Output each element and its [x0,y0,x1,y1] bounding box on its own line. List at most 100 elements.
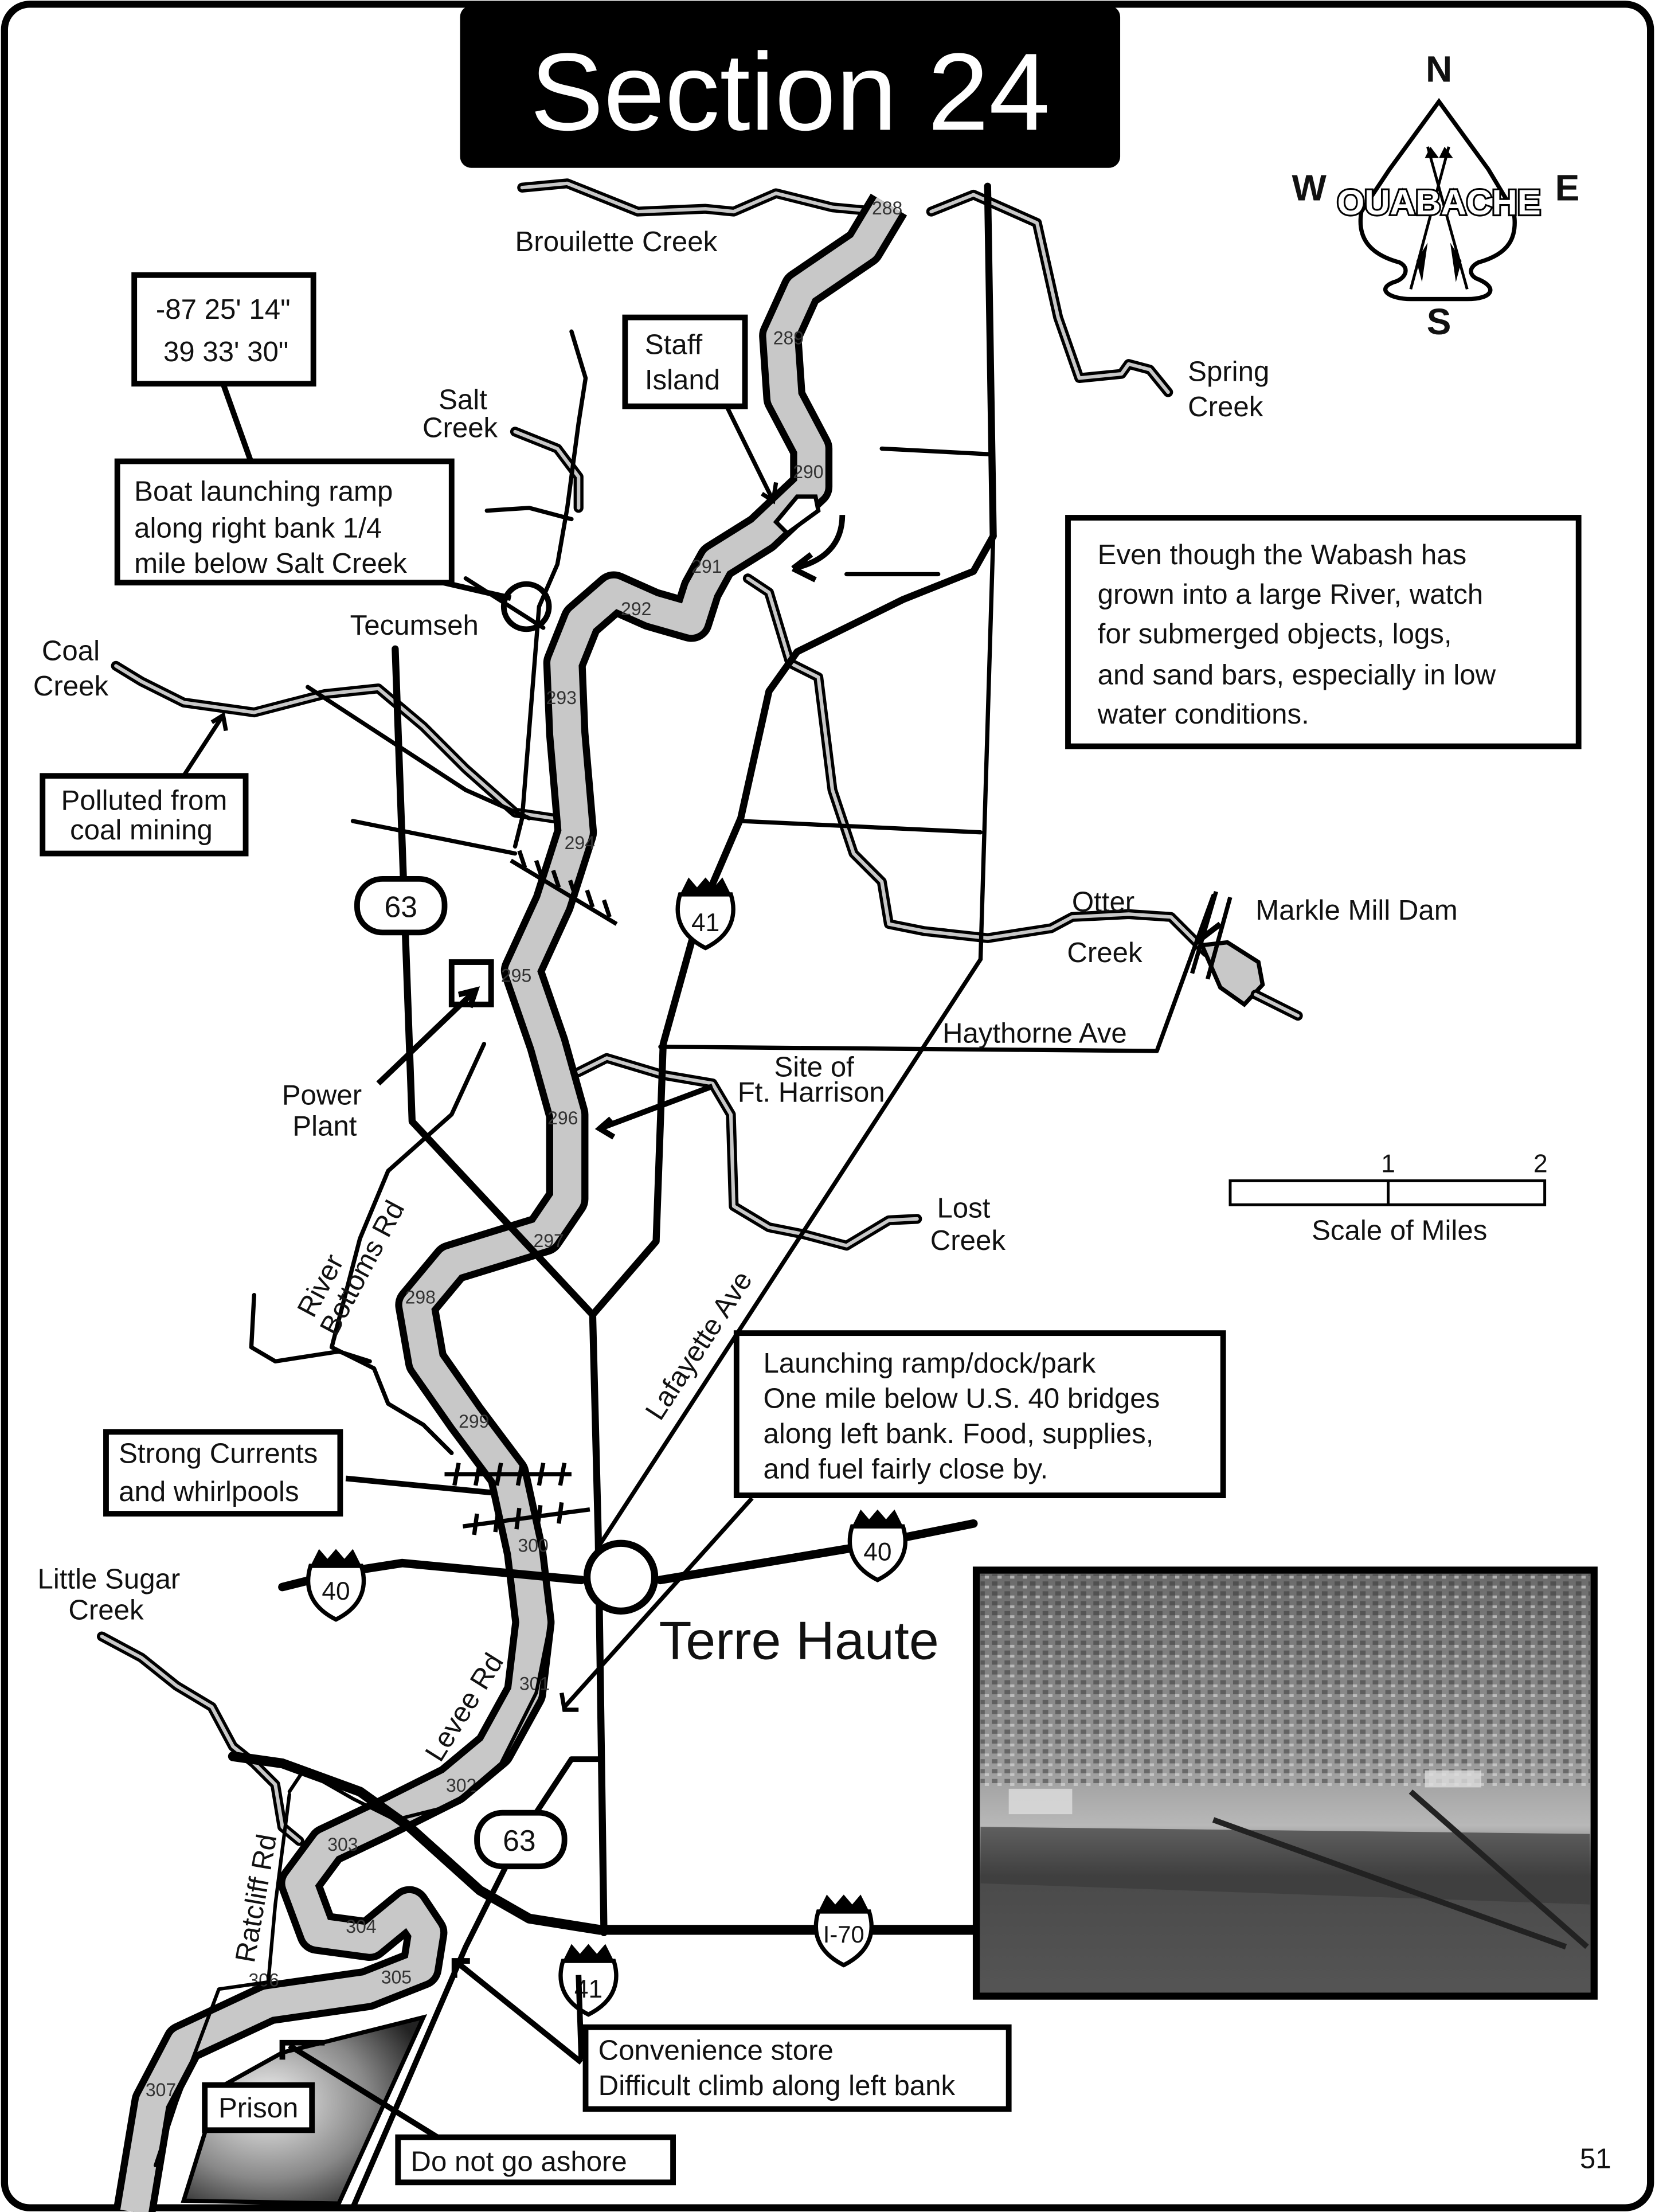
route-shield-i70: I-70 [813,1894,874,1968]
river_miles-10-text: 298 [405,1287,436,1307]
label-salt-creek: Salt [439,384,487,416]
route-shield-us40-west: 40 [306,1549,366,1622]
road-294 [350,819,518,856]
label-terre-haute: Terre Haute [659,1611,938,1671]
ouabache-logo-text: OUABACHE [1337,183,1540,222]
lost-creek-line [573,1053,922,1251]
polluted-callout: Polluted from coal mining [40,773,249,857]
label-coal-creek: Coal [42,635,100,666]
road-coal-east [306,685,531,820]
callouts-boat_ramp-1-text: along right bank 1/4 [134,512,382,544]
river_miles-1-text: 289 [773,327,804,348]
route-shield-us41-north: 41 [675,877,735,951]
scale-bar: 1 2 Scale of Miles [1228,1150,1548,1246]
coal-creek-line [111,661,577,826]
compass-east: E [1555,167,1580,208]
river_miles-19-text: 307 [146,2080,176,2100]
arrowhead-outline-icon [1358,97,1517,302]
label-power-plant: Power [282,1080,362,1111]
warning-callout: Even though the Wabash has grown into a … [1065,515,1582,749]
convenience-store-callout: Convenience store Difficult climb along … [582,2024,1012,2112]
staff-island [773,494,821,536]
road-318 [879,446,993,456]
callouts-staff_island-1-text: Island [645,364,720,396]
otter-creek-outflow [1250,990,1303,1021]
railroad-bridge-299 [444,1462,572,1486]
river_miles-15-text: 303 [327,1834,358,1855]
callouts-warning-2-text: for submerged objects, logs, [1098,618,1452,650]
road-salt-west [484,506,574,522]
road-east-vertical-thin [978,534,996,962]
compass-south: S [1427,301,1451,342]
compass-logo: N S W E OUABACHE [1292,49,1580,342]
coordinates-latitude-text: 39 33' 30" [163,336,288,368]
river_miles-6-text: 294 [565,833,595,853]
coordinates-box: -87 25' 14" 39 33' 30" [131,272,316,387]
callouts-convenience-0-text: Convenience store [598,2034,834,2066]
railroad-bridge-294 [510,850,618,926]
roads [154,182,1216,2211]
river_miles-14-text: 302 [446,1775,476,1796]
label-haythorne-ave: Haythorne Ave [942,1017,1127,1049]
places-little_sugar_creek-1-text: Creek [68,1594,144,1626]
callouts-launching_park-2-text: along left bank. Food, supplies, [764,1418,1154,1449]
salt-creek-line [510,427,584,513]
creeks [96,178,1303,1846]
road-580 [738,819,983,835]
river_miles-3-text: 291 [691,556,722,577]
callouts-strong_currents-0-text: Strong Currents [119,1437,318,1469]
callouts-launching_park-1-text: One mile below U.S. 40 bridges [764,1383,1160,1414]
boat-ramp-circle [500,581,552,632]
river_miles-7-text: 295 [501,965,531,986]
staff-island-callout: Staff Island [622,314,748,409]
spring-creek-line [926,189,1173,397]
river_miles-9-text: 297 [533,1230,564,1251]
title-text: Section 24 [530,30,1050,153]
callouts-polluted-1-text: coal mining [70,814,213,846]
terre-haute-circle [583,1539,659,1615]
coordinates-longitude-text: -87 25' 14" [156,294,291,325]
river_miles-11-text: 299 [459,1411,489,1432]
scale-tick1-text: 1 [1381,1150,1395,1178]
callouts-polluted-0-text: Polluted from [61,784,228,816]
route-shield-us63-south: 63 [474,1810,568,1870]
road-us41 [589,532,997,1319]
terre-haute-aerial-photo [972,1566,1598,2000]
route-shield-us41-south: 41 [558,1944,619,2017]
label-spring-creek: Spring [1188,355,1269,387]
railroad-bridge-300 [462,1502,590,1535]
road-sw-loop [249,1293,372,1364]
lafayette-ave-line [597,957,983,1547]
places-otter_creek-1-text: Creek [1067,937,1143,968]
places-coal_creek-1-text: Creek [33,670,109,702]
route-shield-us63-north: 63 [354,876,448,936]
callouts-launching_park-0-text: Launching ramp/dock/park [764,1347,1096,1379]
callouts-strong_currents-1-text: and whirlpools [119,1476,299,1507]
little-sugar-creek-line [96,1631,304,1846]
road-east-vertical [984,182,997,540]
haythorne-ave-line [658,893,1216,1053]
river_miles-0-text: 288 [872,198,902,218]
routes-i70-text: I-70 [823,1921,864,1948]
routes-us40-text: 40 [322,1577,350,1605]
callouts-staff_island-0-text: Staff [645,329,703,361]
prison-label-box: Prison [202,2082,315,2133]
routes-us63-text: 63 [503,1824,535,1857]
river_miles-5-text: 293 [546,687,577,708]
wabash-river [113,193,907,2212]
routes-us63-text: 63 [384,890,417,923]
callouts-boat_ramp-0-text: Boat launching ramp [134,475,393,507]
label-little-sugar-creek: Little Sugar [37,1563,180,1594]
river_miles-4-text: 292 [621,599,651,619]
place-labels: Brouilette Creek Spring Creek Salt Creek… [33,226,1458,1965]
river-bottoms-rd-line [329,1042,487,1455]
callouts-warning-3-text: and sand bars, especially in low [1098,659,1496,690]
routes-us41-text: 41 [691,909,719,937]
river-mile-markers: 288 289 290 291 292 293 294 295 296 297 … [146,198,902,2100]
compass-north: N [1426,49,1452,90]
callouts-convenience-1-text: Difficult climb along left bank [598,2070,956,2101]
road-i70 [228,1751,981,1935]
callouts-warning-0-text: Even though the Wabash has [1098,539,1467,570]
places-lost_creek-1-text: Creek [930,1225,1006,1256]
